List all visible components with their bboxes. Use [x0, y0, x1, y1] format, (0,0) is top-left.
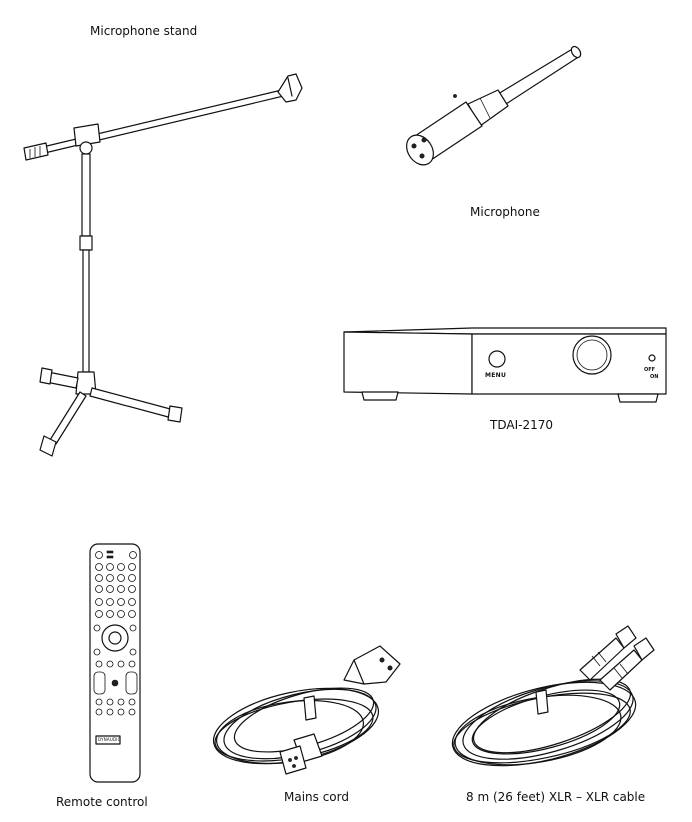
- amplifier-illustration: MENU OFF ON: [340, 326, 670, 408]
- remote-illustration: DYNAUDIO: [88, 542, 144, 786]
- xlr-cable-drawing: [451, 625, 655, 767]
- mains-cord-illustration: [204, 636, 414, 786]
- amplifier-led-label-on: ON: [650, 374, 659, 380]
- mic-stand-caption: Microphone stand: [90, 24, 198, 38]
- microphone-drawing: [406, 45, 582, 166]
- remote-logo-box: [95, 735, 121, 745]
- amplifier-led-label-off: OFF: [644, 367, 656, 373]
- mic-stand-drawing: [23, 73, 303, 457]
- amplifier-drawing: [343, 327, 667, 403]
- remote-caption: Remote control: [56, 795, 148, 809]
- microphone-illustration: [398, 40, 588, 170]
- mains-cord-drawing: [212, 645, 401, 775]
- xlr-cable-illustration: [440, 620, 670, 780]
- mic-stand-illustration: [20, 36, 310, 466]
- xlr-cable-caption: 8 m (26 feet) XLR – XLR cable: [466, 790, 646, 804]
- remote-drawing: [89, 543, 141, 783]
- microphone-caption: Microphone: [470, 205, 540, 219]
- remote-number-pad: [95, 563, 136, 618]
- amplifier-menu-label: MENU: [485, 372, 507, 379]
- remote-logo-text: DYNAUDIO: [98, 737, 121, 742]
- amplifier-caption: TDAI-2170: [490, 418, 553, 432]
- mains-cord-caption: Mains cord: [284, 790, 349, 804]
